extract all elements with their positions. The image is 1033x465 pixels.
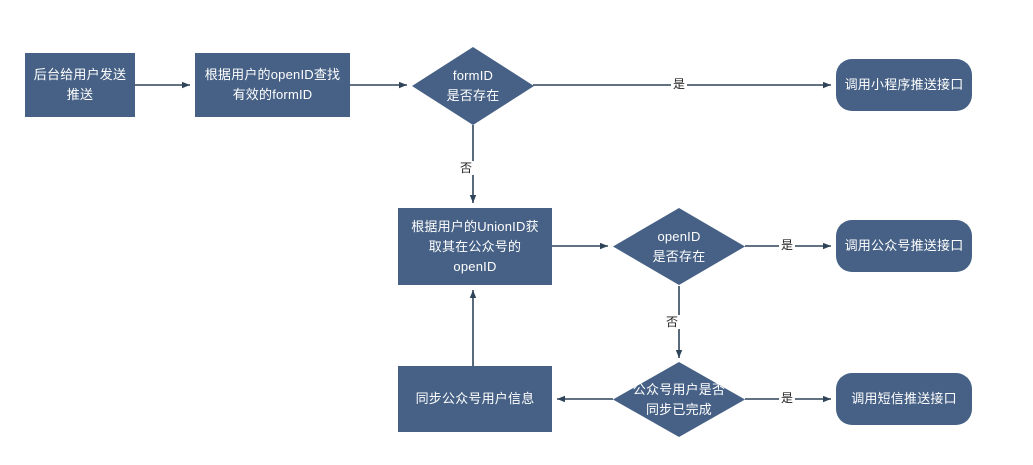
edge-label-sync-yes: 是 — [779, 391, 796, 405]
node-find-formid-label: 根据用户的openID查找 有效的formID — [204, 67, 341, 102]
node-sync-user-info-label: 同步公众号用户信息 — [415, 391, 535, 406]
edge-label-formid-yes: 是 — [671, 77, 688, 91]
node-formid-exists[interactable]: formID 是否存在 — [412, 47, 534, 125]
node-start-label: 后台给用户发送 推送 — [33, 67, 127, 102]
node-sync-user-info[interactable]: 同步公众号用户信息 — [398, 366, 552, 432]
node-call-miniprogram-push-label: 调用小程序推送接口 — [844, 77, 964, 92]
node-call-sms-push[interactable]: 调用短信推送接口 — [836, 373, 972, 425]
node-find-formid[interactable]: 根据用户的openID查找 有效的formID — [195, 53, 350, 117]
node-get-openid-by-unionid-label: 根据用户的UnionID获 取其在公众号的 openID — [411, 218, 539, 274]
edge-label-formid-no: 否 — [458, 161, 475, 175]
node-call-miniprogram-push[interactable]: 调用小程序推送接口 — [836, 59, 972, 111]
node-openid-exists[interactable]: openID 是否存在 — [613, 208, 745, 285]
node-call-sms-push-label: 调用短信推送接口 — [851, 391, 957, 406]
node-formid-exists-label: formID 是否存在 — [446, 68, 500, 103]
edge-label-openid-yes: 是 — [779, 238, 796, 252]
node-sync-finished[interactable]: 公众号用户是否 同步已完成 — [613, 362, 745, 437]
node-sync-finished-label: 公众号用户是否 同步已完成 — [632, 381, 726, 417]
node-get-openid-by-unionid[interactable]: 根据用户的UnionID获 取其在公众号的 openID — [398, 208, 552, 285]
node-start[interactable]: 后台给用户发送 推送 — [25, 53, 135, 117]
node-call-official-account-push[interactable]: 调用公众号推送接口 — [836, 220, 972, 272]
node-openid-exists-label: openID 是否存在 — [652, 228, 706, 264]
node-call-official-account-push-label: 调用公众号推送接口 — [844, 238, 964, 253]
edge-label-openid-no: 否 — [664, 315, 681, 329]
